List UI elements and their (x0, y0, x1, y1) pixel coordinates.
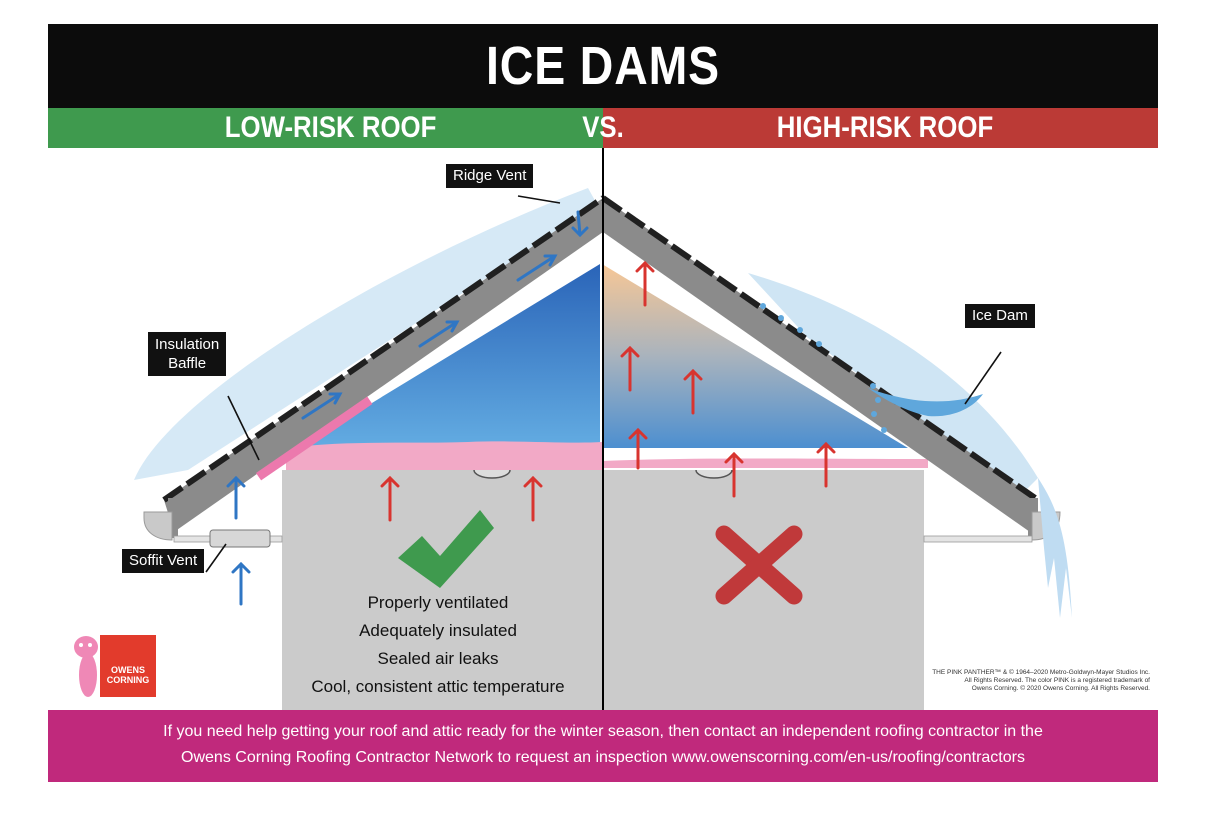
high-risk-label: HIGH-RISK ROOF (776, 111, 994, 144)
gutter-left (143, 511, 173, 541)
red-x-icon (715, 525, 803, 605)
low-risk-label: LOW-RISK ROOF (224, 111, 437, 144)
insulation-right (602, 458, 928, 468)
legal-line: THE PINK PANTHER™ & © 1964–2020 Metro-Go… (932, 669, 1150, 676)
pink-panther-icon (74, 636, 98, 697)
soffit-vent-callout: Soffit Vent (122, 549, 205, 573)
green-checkmark-icon (398, 510, 494, 588)
attic-cold (298, 264, 600, 448)
ceiling-light-right (695, 469, 733, 479)
cold-air-arrows (226, 210, 589, 606)
high-risk-banner (603, 108, 1158, 148)
arrow-slope-3 (516, 254, 558, 282)
insulation-baffle-callout: Insulation Baffle (148, 332, 227, 376)
insulation-baffle (256, 396, 373, 481)
ridge-vent-label: Ridge Vent (453, 167, 527, 184)
roof-diagram (134, 148, 1072, 710)
benefit-item: Adequately insulated (359, 621, 517, 640)
insulation-left (286, 441, 602, 470)
vs-label: VS. (582, 111, 624, 144)
footer-line-1: If you need help getting your roof and a… (163, 723, 1043, 740)
arrow-warm-right-2 (620, 345, 640, 392)
benefit-item: Cool, consistent attic temperature (311, 677, 565, 696)
rafter-left (168, 498, 178, 538)
warm-air-arrows (380, 260, 836, 522)
footer-line-2: Owens Corning Roofing Contractor Network… (181, 749, 1025, 766)
snow-right (748, 273, 1038, 493)
shingles-right (601, 195, 1040, 503)
infographic: ICE DAMS LOW-RISK ROOF VS. HIGH-RISK ROO… (48, 24, 1158, 782)
insulation-baffle-label-line1: Insulation (155, 336, 220, 353)
benefits-list: Properly ventilated Adequately insulated… (288, 589, 588, 701)
ice-dam (868, 388, 983, 417)
benefit-item: Sealed air leaks (377, 649, 499, 668)
attic-warm (602, 264, 908, 448)
arrow-ridge (571, 210, 589, 238)
insulation-baffle-label-line2: Baffle (168, 355, 207, 372)
callout-leaders (205, 195, 1002, 573)
logo-badge (100, 635, 156, 697)
owens-corning-logo: OWENS CORNING (74, 635, 156, 697)
ridge-vent-callout: Ridge Vent (446, 164, 534, 188)
house-wall-left (282, 470, 602, 710)
arrow-up-eave (226, 475, 246, 520)
arrow-warm-right-1 (635, 260, 655, 307)
soffit-vent (209, 529, 271, 548)
arrow-warm-right-4 (628, 427, 648, 470)
shingles-left (162, 195, 605, 503)
logo-text-line1: OWENS (111, 665, 145, 675)
page-title: ICE DAMS (486, 36, 720, 96)
ice-dam-label: Ice Dam (972, 307, 1028, 324)
arrow-warm-left-2 (523, 475, 543, 522)
low-risk-banner (48, 108, 603, 148)
icicles (1038, 478, 1072, 618)
footer-banner: If you need help getting your roof and a… (48, 710, 1158, 782)
arrow-warm-right-3 (683, 368, 703, 415)
roof-right (603, 198, 1038, 532)
roof-left (164, 198, 603, 532)
arrow-slope-1 (301, 392, 343, 420)
house-wall-right (604, 470, 924, 710)
arrow-slope-2 (418, 320, 460, 348)
arrow-warm-right-6 (816, 441, 836, 488)
legal-notice: THE PINK PANTHER™ & © 1964–2020 Metro-Go… (928, 669, 1150, 693)
arrow-warm-right-5 (724, 451, 744, 498)
legal-line: Owens Corning. © 2020 Owens Corning. All… (971, 685, 1150, 692)
soffit-right (923, 535, 1033, 543)
soffit-vent-label: Soffit Vent (129, 552, 198, 569)
ice-dam-callout: Ice Dam (965, 304, 1035, 328)
title-bar: ICE DAMS (48, 24, 1158, 108)
arrow-up-soffit (231, 561, 251, 606)
melt-water-drops (760, 303, 887, 433)
logo-text-line2: CORNING (107, 675, 150, 685)
legal-line: All Rights Reserved. The color PINK is a… (964, 677, 1150, 684)
arrow-warm-left-1 (380, 475, 400, 522)
benefit-item: Properly ventilated (367, 593, 509, 612)
ceiling-light-left (473, 469, 511, 479)
snow-left (134, 188, 598, 480)
